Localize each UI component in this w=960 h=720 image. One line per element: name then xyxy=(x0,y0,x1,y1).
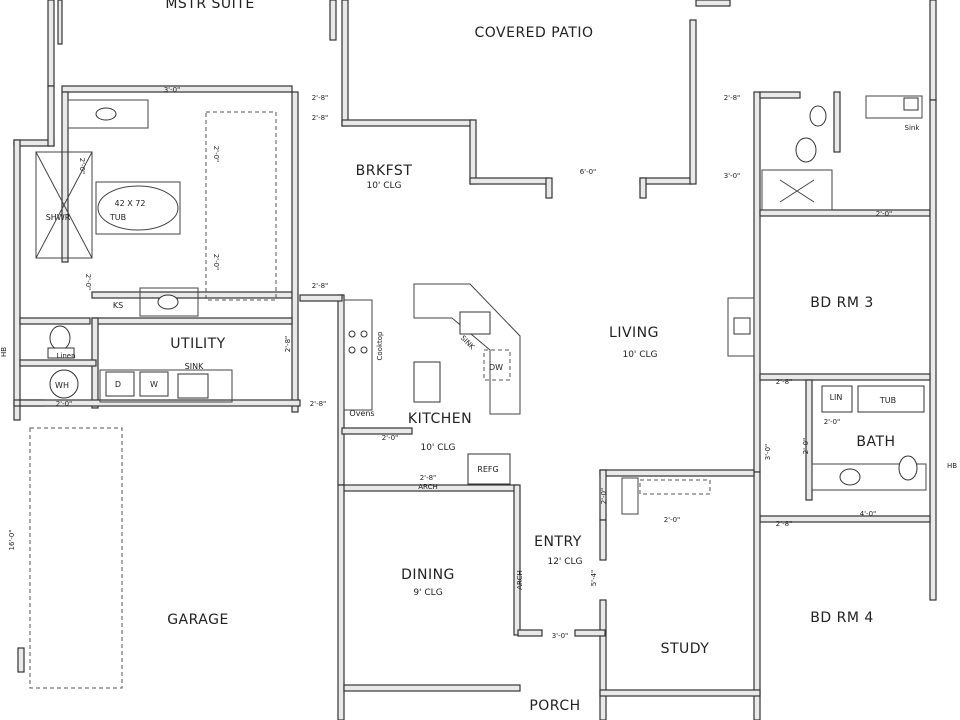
dim-3-0-mstr: 3'-0" xyxy=(164,86,181,94)
dim-2-0-pantry: 2'-0" xyxy=(382,434,399,442)
label-study: STUDY xyxy=(661,641,710,657)
label-porch: PORCH xyxy=(529,698,580,714)
label-kitchen: KITCHEN xyxy=(408,411,472,427)
label-shwr: SHWR xyxy=(46,213,71,222)
label-entry: ENTRY xyxy=(534,534,582,550)
label-living: LIVING xyxy=(609,325,659,341)
label-tub-size: 42 X 72 xyxy=(115,199,146,208)
dim-4-0: 4'-0" xyxy=(860,510,877,518)
label-covered-patio: COVERED PATIO xyxy=(474,25,593,41)
dim-2-0-closet2: 2'-0" xyxy=(212,254,220,271)
dim-arch-dining: ARCH xyxy=(516,570,524,589)
label-hb-right: HB xyxy=(947,462,957,470)
label-refg: REFG xyxy=(477,465,498,474)
label-brkfst-clg: 10' CLG xyxy=(366,181,401,191)
label-bath: BATH xyxy=(856,434,895,450)
label-sink-top: Sink xyxy=(905,124,921,132)
dim-5-4: 5'-4" xyxy=(590,570,598,587)
label-dryer: D xyxy=(115,380,121,389)
label-dining-clg: 9' CLG xyxy=(413,588,442,598)
dim-3-0-porch: 3'-0" xyxy=(552,632,569,640)
label-living-clg: 10' CLG xyxy=(622,350,657,360)
dim-3-0-hall: 3'-0" xyxy=(724,172,741,180)
label-dining: DINING xyxy=(401,567,455,583)
dim-6-0: 6'-0" xyxy=(580,168,597,176)
dim-2-8-bd4: 2'-8" xyxy=(776,520,793,528)
dim-16-0: 16'-0" xyxy=(8,529,16,550)
dim-arch: ARCH xyxy=(418,483,437,491)
dim-2-8-brk: 2'-8" xyxy=(312,282,329,290)
label-wh: WH xyxy=(55,381,69,390)
label-bath-tub: TUB xyxy=(879,396,896,405)
dim-2-0-entry: 2'-0" xyxy=(600,488,608,505)
label-kitchen-clg: 10' CLG xyxy=(420,443,455,453)
label-ks: KS xyxy=(113,301,123,310)
dim-2-0-lin: 2'-0" xyxy=(824,418,841,426)
dim-3-0-living: 3'-0" xyxy=(764,444,772,461)
label-lin: LIN xyxy=(830,393,843,402)
dim-2-0-bath: 2'-0" xyxy=(802,438,810,455)
label-dw: DW xyxy=(489,363,503,372)
dim-2-8-b: 2'-8" xyxy=(312,114,329,122)
dim-2-0-toilet: 2'-0" xyxy=(84,274,92,291)
dim-2-0-shwr: 2'-0" xyxy=(78,158,86,175)
dim-2-0-wh: 2'-0" xyxy=(56,400,73,408)
label-brkfst: BRKFST xyxy=(356,163,413,179)
dim-2-0-bd: 2'-0" xyxy=(876,210,893,218)
dimension-labels: 3'-0" 2'-8" 2'-8" 2'-0" 2'-0" 2'-0" 2'-0… xyxy=(8,86,892,640)
dim-2-8-a: 2'-8" xyxy=(312,94,329,102)
label-ovens: Ovens xyxy=(349,409,374,418)
label-utility: UTILITY xyxy=(170,336,225,352)
label-washer: W xyxy=(150,380,158,389)
dim-2-8-util2: 2'-8" xyxy=(310,400,327,408)
walls xyxy=(13,0,937,720)
label-bd-rm-3: BD RM 3 xyxy=(810,295,874,311)
fixtures xyxy=(29,95,927,689)
dim-2-0-closet: 2'-0" xyxy=(212,146,220,163)
label-hb-left: HB xyxy=(0,347,8,357)
dim-2-8-hall: 2'-8" xyxy=(724,94,741,102)
label-tub: TUB xyxy=(109,213,126,222)
label-mstr-suite: MSTR SUITE xyxy=(165,0,254,12)
dim-2-8-arch: 2'-8" xyxy=(420,474,437,482)
label-linen: Linen xyxy=(56,352,75,360)
dim-2-8-bd3: 2'-8" xyxy=(776,378,793,386)
label-garage: GARAGE xyxy=(167,612,229,628)
label-utility-sink: SINK xyxy=(185,362,204,371)
dim-2-0-study: 2'-0" xyxy=(664,516,681,524)
dim-2-8-util: 2'-8" xyxy=(284,336,292,353)
label-cooktop: Cooktop xyxy=(376,331,384,361)
label-bd-rm-4: BD RM 4 xyxy=(810,610,874,626)
label-entry-clg: 12' CLG xyxy=(547,557,582,567)
room-labels: MSTR SUITE COVERED PATIO BRKFST 10' CLG … xyxy=(165,0,895,714)
